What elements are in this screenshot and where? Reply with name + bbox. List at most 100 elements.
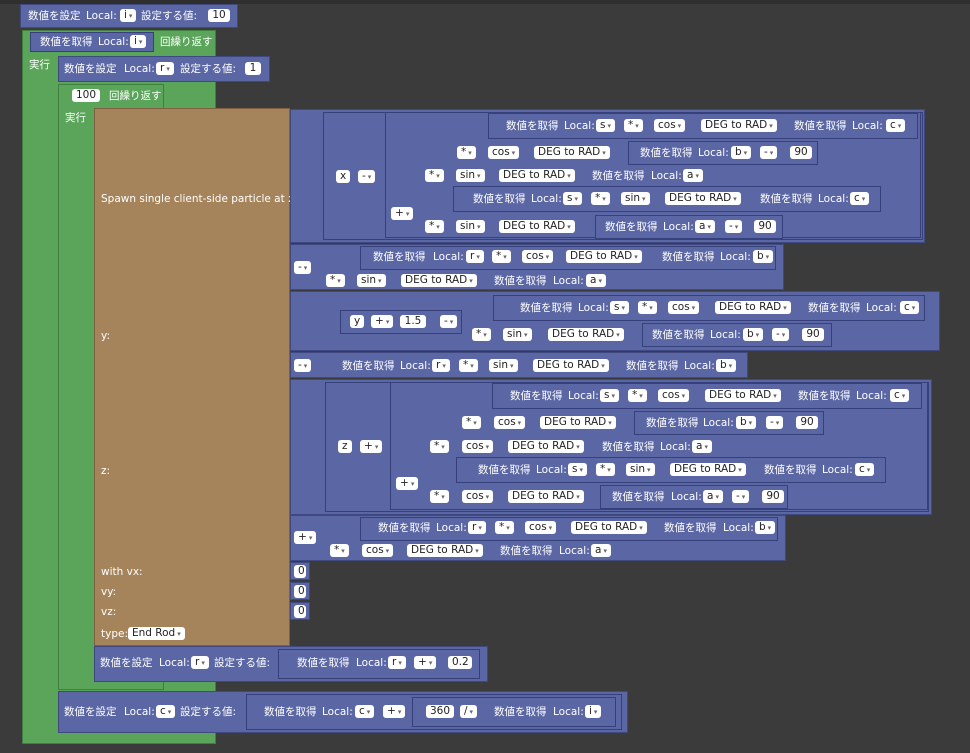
num-100-field[interactable]: 100 [72, 89, 100, 102]
x-row2-sub[interactable] [628, 141, 818, 165]
op-mul-dropdown[interactable]: * [638, 301, 657, 314]
var-b-dropdown[interactable]: b [755, 521, 776, 534]
z-row5-sub[interactable] [600, 485, 788, 509]
op-sub-dropdown[interactable]: - [760, 146, 778, 159]
var-r-dropdown[interactable]: r [468, 521, 486, 534]
deg-to-rad-dropdown[interactable]: DEG to RAD [533, 359, 609, 372]
num-1-5-field[interactable]: 1.5 [400, 315, 426, 328]
var-b-dropdown[interactable]: b [743, 328, 764, 341]
deg-to-rad-dropdown[interactable]: DEG to RAD [508, 490, 584, 503]
op-add-dropdown[interactable]: + [360, 440, 383, 453]
var-b-dropdown[interactable]: b [716, 359, 737, 372]
sin-dropdown[interactable]: sin [456, 169, 485, 182]
op-mul-dropdown[interactable]: * [628, 389, 647, 402]
op-add-dropdown[interactable]: + [391, 207, 414, 220]
op-sub-dropdown[interactable]: - [766, 416, 784, 429]
var-c-dropdown[interactable]: c [156, 705, 176, 718]
num-360-field[interactable]: 360 [426, 705, 454, 718]
op-mul-dropdown[interactable]: * [459, 359, 478, 372]
var-r-dropdown[interactable]: r [156, 62, 174, 75]
op-sub-dropdown[interactable]: - [294, 261, 312, 274]
var-s-dropdown[interactable]: s [563, 192, 582, 205]
num-90-field[interactable]: 90 [754, 220, 776, 233]
cos-dropdown[interactable]: cos [488, 146, 520, 159]
var-x-field[interactable]: x [336, 170, 351, 183]
var-s-dropdown[interactable]: s [600, 389, 619, 402]
op-mul-dropdown[interactable]: * [425, 169, 444, 182]
num-10-field[interactable]: 10 [208, 9, 230, 22]
op-sub-dropdown[interactable]: - [440, 315, 458, 328]
var-s-dropdown[interactable]: s [568, 463, 587, 476]
cos-dropdown[interactable]: cos [525, 521, 557, 534]
op-sub-dropdown[interactable]: - [358, 170, 376, 183]
num-0-2-field[interactable]: 0.2 [448, 656, 472, 669]
spawn-particle-block[interactable] [94, 108, 290, 646]
var-i-dropdown[interactable]: i [120, 9, 137, 22]
var-s-dropdown[interactable]: s [596, 119, 615, 132]
var-r-dropdown[interactable]: r [388, 656, 406, 669]
op-add-dropdown[interactable]: + [414, 656, 437, 669]
op-add-dropdown[interactable]: + [396, 477, 419, 490]
cos-dropdown[interactable]: cos [362, 544, 394, 557]
sin-dropdown[interactable]: sin [456, 220, 485, 233]
var-r-dropdown[interactable]: r [191, 656, 209, 669]
particle-type-dropdown[interactable]: End Rod [128, 627, 185, 640]
vx-field[interactable]: 0 [294, 565, 306, 578]
op-div-dropdown[interactable]: / [460, 705, 478, 718]
op-mul-dropdown[interactable]: * [624, 119, 643, 132]
op-mul-dropdown[interactable]: * [462, 416, 481, 429]
op-mul-dropdown[interactable]: * [591, 192, 610, 205]
var-s-dropdown[interactable]: s [610, 301, 629, 314]
op-mul-dropdown[interactable]: * [472, 328, 491, 341]
deg-to-rad-dropdown[interactable]: DEG to RAD [407, 544, 483, 557]
cos-dropdown[interactable]: cos [462, 490, 494, 503]
z-row2-sub[interactable] [634, 411, 824, 435]
num-90-field[interactable]: 90 [762, 490, 784, 503]
var-b-dropdown[interactable]: b [731, 146, 752, 159]
op-add-dropdown[interactable]: + [294, 531, 317, 544]
y-offset-block[interactable] [290, 352, 748, 378]
var-c-dropdown[interactable]: c [355, 705, 375, 718]
op-mul-dropdown[interactable]: * [430, 440, 449, 453]
var-a-dropdown[interactable]: a [586, 274, 606, 287]
var-c-dropdown[interactable]: c [850, 192, 870, 205]
var-b-dropdown[interactable]: b [753, 250, 774, 263]
z-offset-row1[interactable] [360, 517, 778, 541]
op-mul-dropdown[interactable]: * [492, 250, 511, 263]
y-row1[interactable] [493, 295, 925, 321]
sin-dropdown[interactable]: sin [357, 274, 386, 287]
cos-dropdown[interactable]: cos [668, 301, 700, 314]
deg-to-rad-dropdown[interactable]: DEG to RAD [499, 220, 575, 233]
op-mul-dropdown[interactable]: * [330, 544, 349, 557]
cos-dropdown[interactable]: cos [462, 440, 494, 453]
y-row2-sub[interactable] [642, 323, 832, 347]
deg-to-rad-dropdown[interactable]: DEG to RAD [715, 301, 791, 314]
var-z-field[interactable]: z [338, 440, 352, 453]
deg-to-rad-dropdown[interactable]: DEG to RAD [670, 463, 746, 476]
cos-dropdown[interactable]: cos [654, 119, 686, 132]
var-a-dropdown[interactable]: a [703, 490, 723, 503]
op-sub-dropdown[interactable]: - [294, 359, 312, 372]
sin-dropdown[interactable]: sin [503, 328, 532, 341]
var-i-dropdown[interactable]: i [130, 35, 147, 48]
var-a-dropdown[interactable]: a [591, 544, 611, 557]
num-90-field[interactable]: 90 [802, 328, 824, 341]
cos-dropdown[interactable]: cos [522, 250, 554, 263]
deg-to-rad-dropdown[interactable]: DEG to RAD [401, 274, 477, 287]
repeat-count-get-i[interactable] [30, 32, 154, 52]
var-c-dropdown[interactable]: c [890, 389, 910, 402]
sin-dropdown[interactable]: sin [489, 359, 518, 372]
x-row5-sub[interactable] [595, 215, 783, 239]
deg-to-rad-dropdown[interactable]: DEG to RAD [548, 328, 624, 341]
op-add-dropdown[interactable]: + [383, 705, 406, 718]
var-a-dropdown[interactable]: a [692, 440, 712, 453]
num-1-field[interactable]: 1 [245, 62, 261, 75]
deg-to-rad-dropdown[interactable]: DEG to RAD [571, 521, 647, 534]
var-a-dropdown[interactable]: a [683, 169, 703, 182]
sin-dropdown[interactable]: sin [626, 463, 655, 476]
op-mul-dropdown[interactable]: * [425, 220, 444, 233]
var-c-dropdown[interactable]: c [886, 119, 906, 132]
op-mul-dropdown[interactable]: * [457, 146, 476, 159]
deg-to-rad-dropdown[interactable]: DEG to RAD [705, 389, 781, 402]
num-90-field[interactable]: 90 [796, 416, 818, 429]
